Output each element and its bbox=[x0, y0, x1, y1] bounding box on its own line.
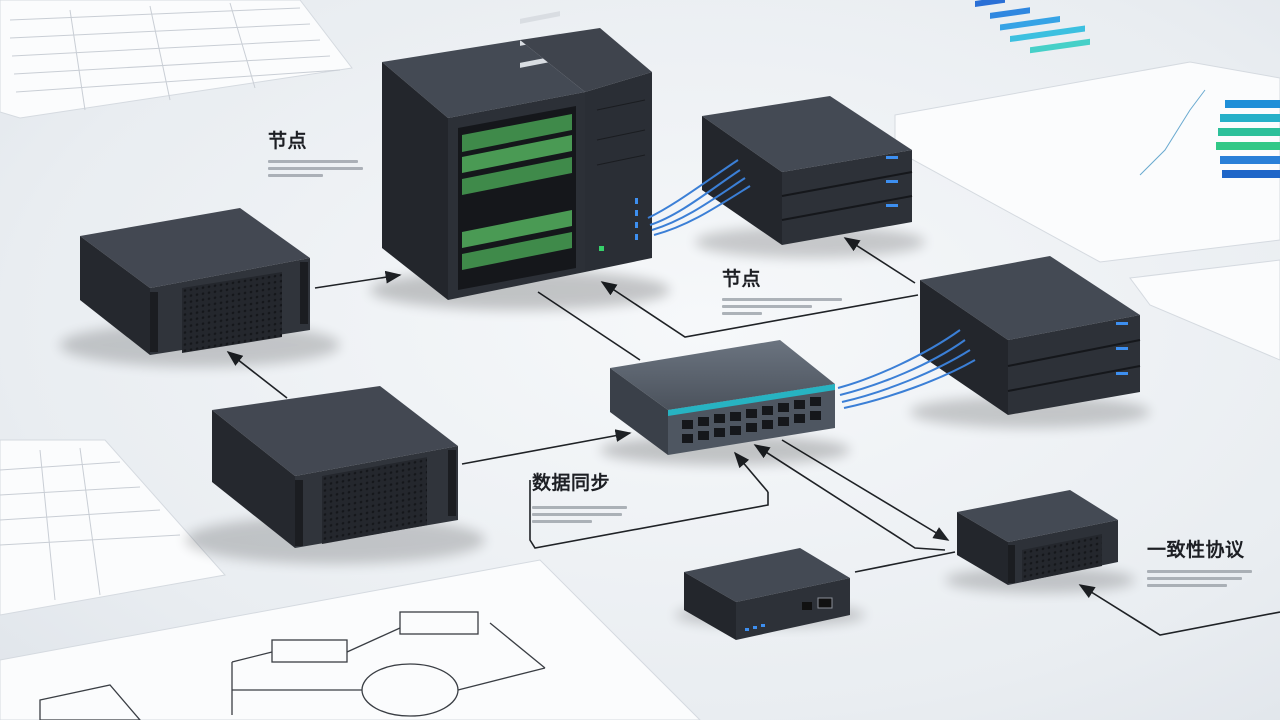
caption-node-top bbox=[268, 156, 368, 181]
arrow-node-left-to-rack bbox=[314, 270, 402, 289]
arrow-server-to-switch bbox=[461, 429, 632, 465]
network-switch[interactable] bbox=[600, 340, 850, 465]
rack-cabinet[interactable] bbox=[370, 11, 670, 310]
server-stack-right[interactable] bbox=[837, 256, 1150, 428]
cable-bundle-top bbox=[647, 159, 751, 236]
paper-chart-top-right bbox=[894, 0, 1280, 263]
switch-ports bbox=[682, 397, 821, 443]
arrow-consistency-to-box bbox=[1078, 584, 1280, 636]
server-stack-top-right[interactable] bbox=[647, 96, 925, 258]
bar-chart-graphic bbox=[975, 0, 1090, 54]
paper-sheet-top-left bbox=[0, 0, 353, 119]
cable-bundle-right bbox=[837, 329, 976, 409]
line-small-to-box bbox=[854, 551, 956, 573]
caption-data-sync bbox=[532, 502, 632, 527]
server-node-left[interactable] bbox=[60, 208, 340, 367]
label-consistency-protocol: 一致性协议 bbox=[1147, 539, 1245, 561]
paper-table-left bbox=[0, 439, 226, 616]
label-node-top: 节点 bbox=[268, 130, 308, 152]
server-node-bottom-left[interactable] bbox=[185, 386, 485, 564]
gateway-device[interactable] bbox=[675, 548, 865, 640]
sync-bracket bbox=[529, 480, 769, 549]
caption-node-right bbox=[722, 294, 842, 319]
bar-chart-graphic-2 bbox=[1216, 100, 1280, 178]
arrow-box-to-switch-a bbox=[753, 444, 946, 551]
paper-sheet-right-edge bbox=[1129, 259, 1280, 361]
label-node-right: 节点 bbox=[722, 268, 762, 290]
caption-consistency-protocol bbox=[1147, 566, 1252, 591]
paper-flowchart-bottom bbox=[0, 559, 701, 720]
label-data-sync: 数据同步 bbox=[532, 472, 611, 494]
consensus-appliance[interactable] bbox=[945, 490, 1135, 593]
